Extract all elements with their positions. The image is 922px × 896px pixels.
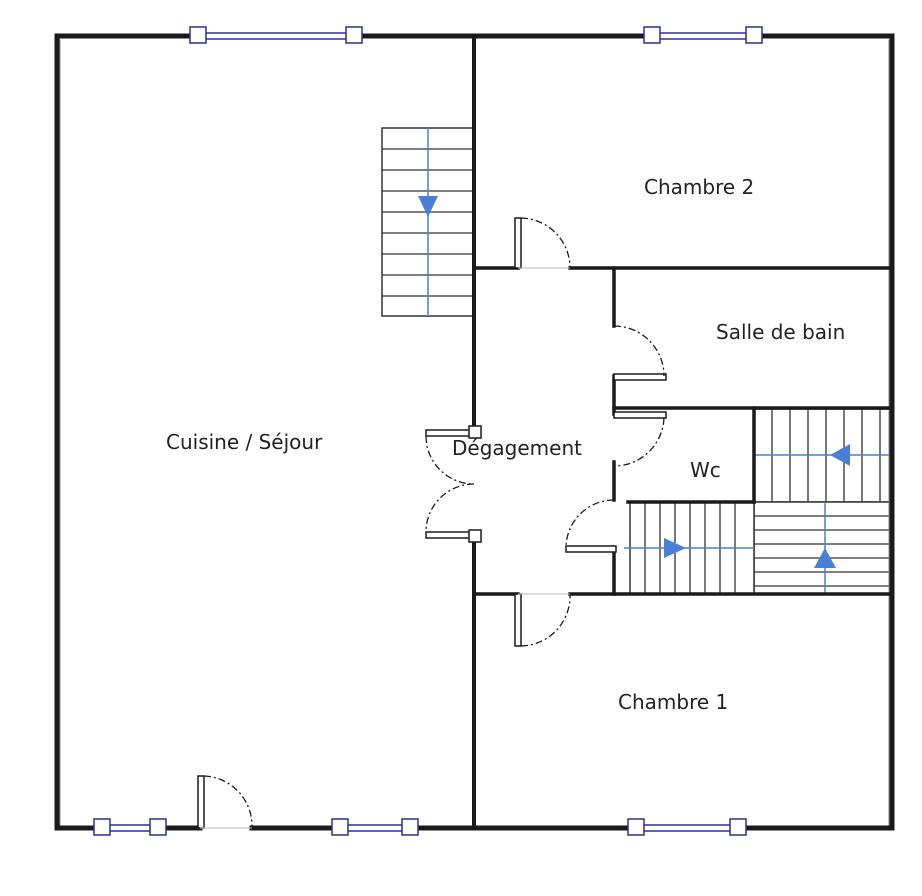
room-label-chambre-2: Chambre 2 [644, 175, 755, 199]
door-wc [613, 411, 667, 467]
stair-direction-arrow-up-icon [814, 548, 836, 568]
door-sejour-double [425, 425, 482, 543]
doors [197, 217, 667, 829]
door-salle-de-bain [613, 325, 667, 381]
door-chambre-2 [514, 217, 571, 269]
room-label-cuisine-sejour: Cuisine / Séjour [166, 430, 323, 454]
stair-direction-arrow-down-icon [418, 196, 438, 217]
window-top-left [189, 26, 363, 44]
room-label-wc: Wc [690, 458, 721, 482]
staircase-right-lower [624, 501, 755, 595]
window-top-right [643, 26, 763, 44]
room-label-degagement: Dégagement [452, 436, 582, 460]
window-bottom-right [627, 818, 747, 836]
stair-direction-arrow-left-icon [830, 444, 850, 466]
room-label-salle-de-bain: Salle de bain [716, 320, 846, 344]
room-label-chambre-1: Chambre 1 [618, 690, 729, 714]
door-chambre-1 [514, 593, 571, 647]
window-bottom-left [93, 818, 167, 836]
staircase-right-upper [753, 408, 892, 503]
door-stair-access [565, 499, 617, 553]
walls [54, 33, 895, 831]
door-entrance [197, 775, 253, 829]
staircase-right-turn [753, 501, 891, 595]
staircase-left [381, 127, 475, 317]
window-bottom-middle [331, 818, 419, 836]
windows [93, 26, 763, 836]
stair-direction-arrow-right-icon [664, 538, 686, 558]
